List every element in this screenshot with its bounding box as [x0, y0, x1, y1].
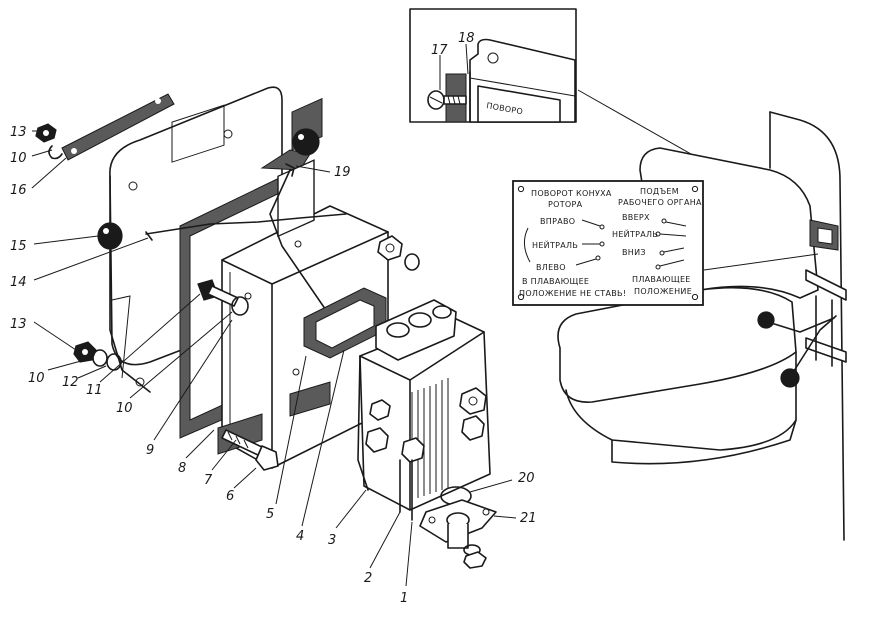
- knob-top: [292, 128, 320, 156]
- plate-left-up: ВПРАВО: [540, 217, 575, 226]
- callout-4: 4: [296, 529, 304, 544]
- operator-seat: [557, 111, 845, 541]
- inset-name-plate: [477, 85, 561, 123]
- lever-rod: [269, 169, 331, 317]
- inset-bracket-hole: [487, 52, 499, 64]
- callout-20: 20: [518, 471, 535, 486]
- nut-mid-right: [377, 235, 403, 261]
- instruction-plate: ПОВОРОТ КОНУХА РОТОРА ПОДЪЕМ РАБОЧЕГО ОР…: [512, 180, 704, 306]
- bolt-6: [221, 429, 279, 471]
- plate-screw-hole: [691, 293, 699, 301]
- plate-left-title-1: ПОВОРОТ КОНУХА: [531, 189, 612, 198]
- callout-6: 6: [226, 489, 234, 504]
- lever-lower: [791, 315, 837, 375]
- plate-left-title-2: РОТОРА: [548, 200, 583, 209]
- plate-left-down: ВЛЕВО: [536, 263, 566, 272]
- callout-15: 15: [10, 239, 27, 254]
- tube: [145, 213, 347, 235]
- washer-mid-right: [404, 253, 420, 271]
- callout-numbers: 13 10 16 15 14 13 10 12 11 10 9 8 7 6 5 …: [10, 125, 537, 606]
- plate-left-up-stroke: [581, 219, 601, 227]
- strap: [61, 93, 175, 161]
- lever-knob-upper: [757, 311, 775, 329]
- callout-7: 7: [204, 473, 213, 488]
- plate-border: [512, 180, 704, 306]
- detail-inset: ПОВОРО 17 18: [409, 8, 577, 123]
- plate-pointer-line: [703, 253, 819, 271]
- lever-upper: [767, 317, 835, 333]
- callout-18: 18: [458, 31, 475, 46]
- plate-screw-hole: [691, 185, 699, 193]
- plate-right-note-1: ПЛАВАЮЩЕЕ: [632, 275, 691, 284]
- plate-right-title-2: РАБОЧЕГО ОРГАНА: [618, 198, 702, 207]
- plate-right-up: ВВЕРХ: [622, 213, 650, 222]
- callout-21: 21: [520, 511, 537, 526]
- callout-10: 10: [28, 371, 45, 386]
- plate-right-neutral: НЕЙТРАЛЬ: [612, 228, 658, 239]
- callout-13: 13: [10, 317, 27, 332]
- callout-2: 2: [364, 571, 372, 586]
- callout-17: 17: [431, 43, 448, 58]
- callout-1: 1: [400, 591, 408, 606]
- plate-left-note-2: ПОЛОЖЕНИЕ НЕ СТАВЬ!: [519, 289, 626, 298]
- plate-right-title-1: ПОДЪЕМ: [640, 187, 679, 196]
- inset-screw: [427, 90, 467, 110]
- callout-10: 10: [10, 151, 27, 166]
- nut-top: [35, 123, 57, 143]
- callout-11: 11: [86, 383, 103, 398]
- callout-19: 19: [334, 165, 351, 180]
- callout-9: 9: [146, 443, 154, 458]
- washer-top: [48, 145, 63, 160]
- bolt-11: [197, 279, 249, 316]
- plate-screw-hole: [517, 293, 525, 301]
- lever-knob-lower: [780, 368, 800, 388]
- lower-flange-right: [289, 381, 331, 417]
- washer-lower-1: [92, 349, 108, 367]
- callout-14: 14: [10, 275, 27, 290]
- outlet-flange: [419, 499, 497, 549]
- callout-8: 8: [178, 461, 186, 476]
- flange-nut: [463, 551, 487, 569]
- plate-right-note-2: ПОЛОЖЕНИЕ: [634, 287, 692, 296]
- callout-12: 12: [62, 375, 79, 390]
- nut-lower: [73, 341, 97, 363]
- callout-16: 16: [10, 183, 27, 198]
- lever-bracket-upper: [805, 269, 847, 301]
- plate-screw-hole: [517, 185, 525, 193]
- plate-left-arc: [524, 227, 531, 263]
- leader-lines: [31, 130, 517, 587]
- hydraulic-distributor: [357, 299, 491, 521]
- callout-3: 3: [328, 533, 336, 548]
- callout-5: 5: [266, 507, 274, 522]
- plate-left-down-stroke: [575, 258, 597, 266]
- plate-left-neutral: НЕЙТРАЛЬ: [532, 239, 578, 250]
- plate-left-note-1: В ПЛАВАЮЩЕЕ: [522, 277, 589, 286]
- callout-13: 13: [10, 125, 27, 140]
- lower-flange: [217, 413, 263, 455]
- callout-10: 10: [116, 401, 133, 416]
- plate-right-down: ВНИЗ: [622, 248, 646, 257]
- knob-left: [97, 222, 123, 250]
